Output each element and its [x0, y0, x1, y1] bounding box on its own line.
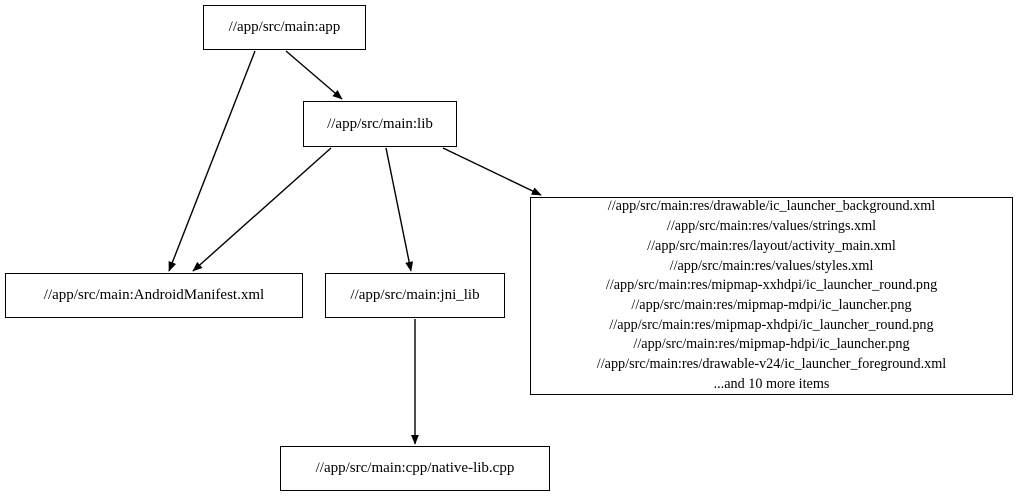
- res-line-1: //app/src/main:res/values/strings.xml: [666, 218, 877, 235]
- res-line-5: //app/src/main:res/mipmap-mdpi/ic_launch…: [631, 297, 912, 313]
- res-line-9: ...and 10 more items: [713, 375, 830, 392]
- res-line-3: //app/src/main:res/values/styles.xml: [669, 257, 874, 274]
- graph-edges: [168, 50, 542, 445]
- node-native-lib-cpp-label: //app/src/main:cpp/native-lib.cpp: [315, 460, 515, 476]
- node-app[interactable]: //app/src/main:app: [203, 5, 366, 50]
- edge-lib-to-res: [442, 147, 542, 196]
- res-line-2: //app/src/main:res/layout/activity_main.…: [647, 237, 896, 254]
- edge-lib-to-manifest: [192, 147, 332, 272]
- res-line-6: //app/src/main:res/mipmap-xhdpi/ic_launc…: [609, 316, 934, 333]
- node-jni-lib[interactable]: //app/src/main:jni_lib: [325, 273, 505, 318]
- node-native-lib-cpp[interactable]: //app/src/main:cpp/native-lib.cpp: [280, 446, 550, 491]
- res-line-0: //app/src/main:res/drawable/ic_launcher_…: [607, 198, 936, 215]
- node-lib-label: //app/src/main:lib: [327, 115, 433, 132]
- node-android-manifest-label: //app/src/main:AndroidManifest.xml: [43, 287, 265, 303]
- node-lib[interactable]: //app/src/main:lib: [303, 101, 457, 147]
- node-app-label: //app/src/main:app: [228, 19, 341, 35]
- edge-lib-to-jni_lib: [385, 147, 414, 272]
- edge-app-to-lib: [285, 50, 343, 100]
- res-line-4: //app/src/main:res/mipmap-xxhdpi/ic_laun…: [605, 277, 938, 294]
- node-android-manifest[interactable]: //app/src/main:AndroidManifest.xml: [5, 273, 303, 318]
- node-res-group-lines: //app/src/main:res/drawable/ic_launcher_…: [593, 197, 950, 394]
- edge-app-to-manifest: [168, 50, 256, 272]
- node-jni-lib-label: //app/src/main:jni_lib: [350, 287, 480, 303]
- res-line-7: //app/src/main:res/mipmap-hdpi/ic_launch…: [633, 336, 910, 353]
- res-line-8: //app/src/main:res/drawable-v24/ic_launc…: [596, 356, 947, 373]
- node-res-group[interactable]: //app/src/main:res/drawable/ic_launcher_…: [530, 197, 1013, 395]
